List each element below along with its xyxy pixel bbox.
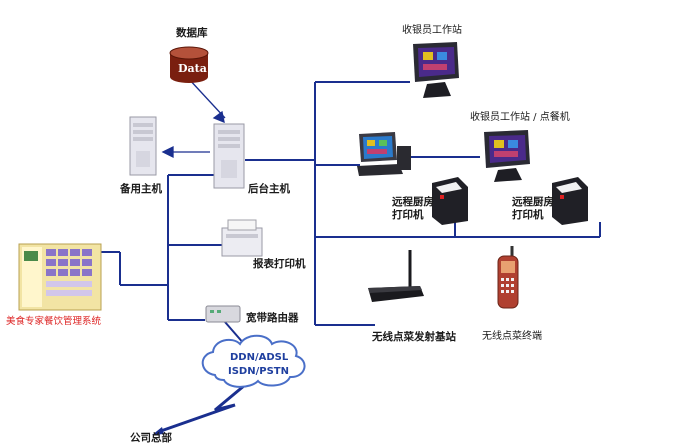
kitchen-printer-1-label-line1: 远程厨房	[392, 196, 434, 208]
backend-host-label: 后台主机	[248, 183, 290, 195]
wan-cloud: DDN/ADSL ISDN/PSTN	[201, 334, 306, 388]
software-label: 美食专家餐饮管理系统	[6, 316, 102, 327]
hq-label: 公司总部	[130, 432, 172, 444]
pos1-terminal-icon	[413, 42, 459, 98]
kitchen-printer-1-icon	[432, 177, 468, 225]
pos1-label: 收银员工作站	[402, 25, 462, 36]
wireless-terminal-icon	[497, 246, 519, 309]
backend-host-icon	[213, 123, 245, 189]
wan-bolt	[157, 383, 246, 434]
pos2-label: 收银员工作站 / 点餐机	[470, 112, 570, 123]
kitchen-printer-2-label-line2: 打印机	[512, 209, 544, 221]
software-screen-icon	[18, 243, 102, 311]
kitchen-printer-2-icon	[552, 177, 588, 225]
cloud-line2: ISDN/PSTN	[228, 366, 289, 377]
backup-host-icon	[129, 116, 157, 176]
pos-ordering-terminal-icon	[484, 130, 530, 182]
report-printer-label: 报表打印机	[253, 258, 306, 270]
report-printer-icon	[221, 219, 263, 257]
cloud-line1: DDN/ADSL	[230, 352, 289, 363]
router-icon	[205, 305, 241, 323]
pos2-terminal-icon	[357, 132, 411, 176]
router-label: 宽带路由器	[246, 312, 299, 324]
wireless-base-label: 无线点菜发射基站	[372, 331, 456, 343]
kitchen-printer-1-label-line2: 打印机	[392, 209, 424, 221]
backup-host-label: 备用主机	[120, 183, 162, 195]
kitchen-printer-2-label-line1: 远程厨房	[512, 196, 554, 208]
database-icon: Data	[169, 46, 209, 83]
database-label: 数据库	[176, 27, 208, 39]
wireless-terminal-label: 无线点菜终端	[482, 331, 542, 342]
wireless-base-icon	[368, 250, 424, 302]
database-text: Data	[178, 62, 207, 75]
